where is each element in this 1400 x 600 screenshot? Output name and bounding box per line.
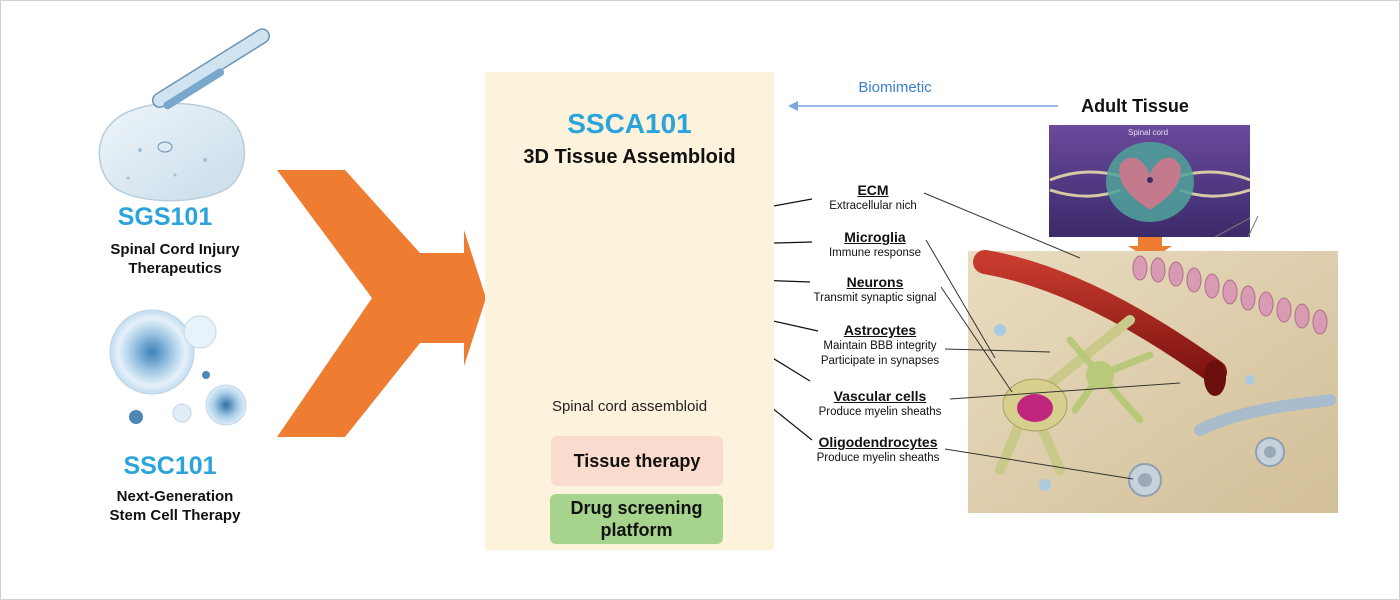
cell-name: Oligodendrocytes [818, 434, 938, 450]
cell-label-ecm: ECM Extracellular nich [793, 182, 953, 214]
cell-name: Neurons [846, 274, 904, 290]
cell-desc: Immune response [828, 247, 922, 259]
cell-desc: Produce myelin sheaths [816, 452, 940, 464]
drug-screening-box: Drug screening platform [550, 494, 723, 544]
sgs101-subtitle-line-2: Therapeutics [128, 260, 222, 277]
ssc101-subtitle-line-1: Next-Generation [116, 488, 234, 505]
cell-desc: Transmit synaptic signal [813, 292, 937, 304]
cell-desc: Produce myelin sheaths [818, 406, 942, 418]
adult-tissue-illustration [968, 250, 1338, 513]
sgs101-subtitle-line-1: Spinal Cord Injury [110, 241, 240, 258]
merge-arrow [277, 170, 486, 437]
spinal-cord-image-label: Spinal cord [1128, 128, 1169, 137]
cell-label-neurons: Neurons Transmit synaptic signal [795, 274, 955, 306]
drug-screening-label: Drug screening platform [570, 498, 703, 540]
cell-label-microglia: Microglia Immune response [795, 229, 955, 261]
sgs101-subtitle: Spinal Cord Injury Therapeutics [70, 240, 280, 278]
ssca101-title: SSCA101 [567, 108, 692, 139]
cell-label-astrocytes: Astrocytes Maintain BBB integrity Partic… [800, 322, 960, 369]
ssc101-subtitle: Next-Generation Stem Cell Therapy [70, 487, 280, 525]
tissue-therapy-box: Tissue therapy [551, 436, 723, 486]
cell-name: Astrocytes [843, 322, 917, 338]
stem-cells-illustration [109, 309, 247, 426]
tissue-callout-lines [923, 192, 1181, 480]
assembloid-caption: Spinal cord assembloid [551, 398, 708, 415]
tissue-therapy-label: Tissue therapy [573, 450, 701, 471]
cell-name: Microglia [844, 229, 906, 245]
cell-desc: Extracellular nich [829, 200, 917, 212]
cell-desc: Participate in synapses [820, 355, 940, 367]
spinal-cord-image [1049, 125, 1251, 237]
cell-label-vascular-cells: Vascular cells Produce myelin sheaths [800, 388, 960, 420]
cell-label-oligodendrocytes: Oligodendrocytes Produce myelin sheaths [798, 434, 958, 466]
ssca101-subtitle: 3D Tissue Assembloid [523, 146, 736, 168]
ssc101-subtitle-line-2: Stem Cell Therapy [109, 507, 241, 524]
hydrogel-pipette-illustration [98, 28, 271, 202]
ssc101-title: SSC101 [123, 452, 217, 480]
sgs101-title: SGS101 [117, 203, 213, 231]
biomimetic-label: Biomimetic [858, 79, 932, 96]
adult-tissue-title: Adult Tissue [1081, 96, 1189, 116]
cell-desc: Maintain BBB integrity [823, 340, 937, 352]
cell-name: ECM [857, 182, 889, 198]
cell-name: Vascular cells [833, 388, 927, 404]
